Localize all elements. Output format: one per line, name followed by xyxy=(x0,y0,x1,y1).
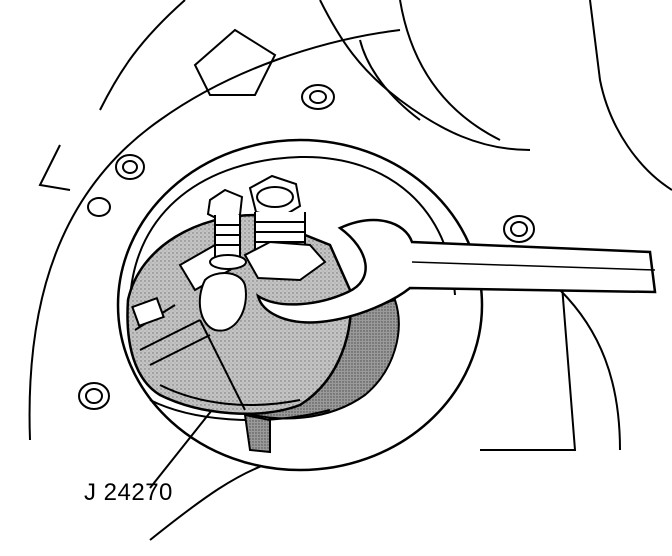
large-bolt xyxy=(243,174,327,282)
wrench-edge xyxy=(411,261,656,271)
wrench xyxy=(256,218,657,324)
bolt-hole xyxy=(503,215,535,243)
bolt-holes xyxy=(78,84,535,410)
tool-callout-label: J 24270 xyxy=(84,479,173,506)
bolt-hole xyxy=(78,382,110,410)
bolt-hole xyxy=(87,197,111,217)
callout-leader-line xyxy=(149,409,213,489)
crankshaft-stub xyxy=(243,413,271,454)
tool-pin xyxy=(131,296,165,328)
bolt-hole xyxy=(115,154,145,180)
small-bolt xyxy=(206,188,247,270)
engine-block xyxy=(28,0,672,541)
bolt-hole xyxy=(301,84,335,110)
